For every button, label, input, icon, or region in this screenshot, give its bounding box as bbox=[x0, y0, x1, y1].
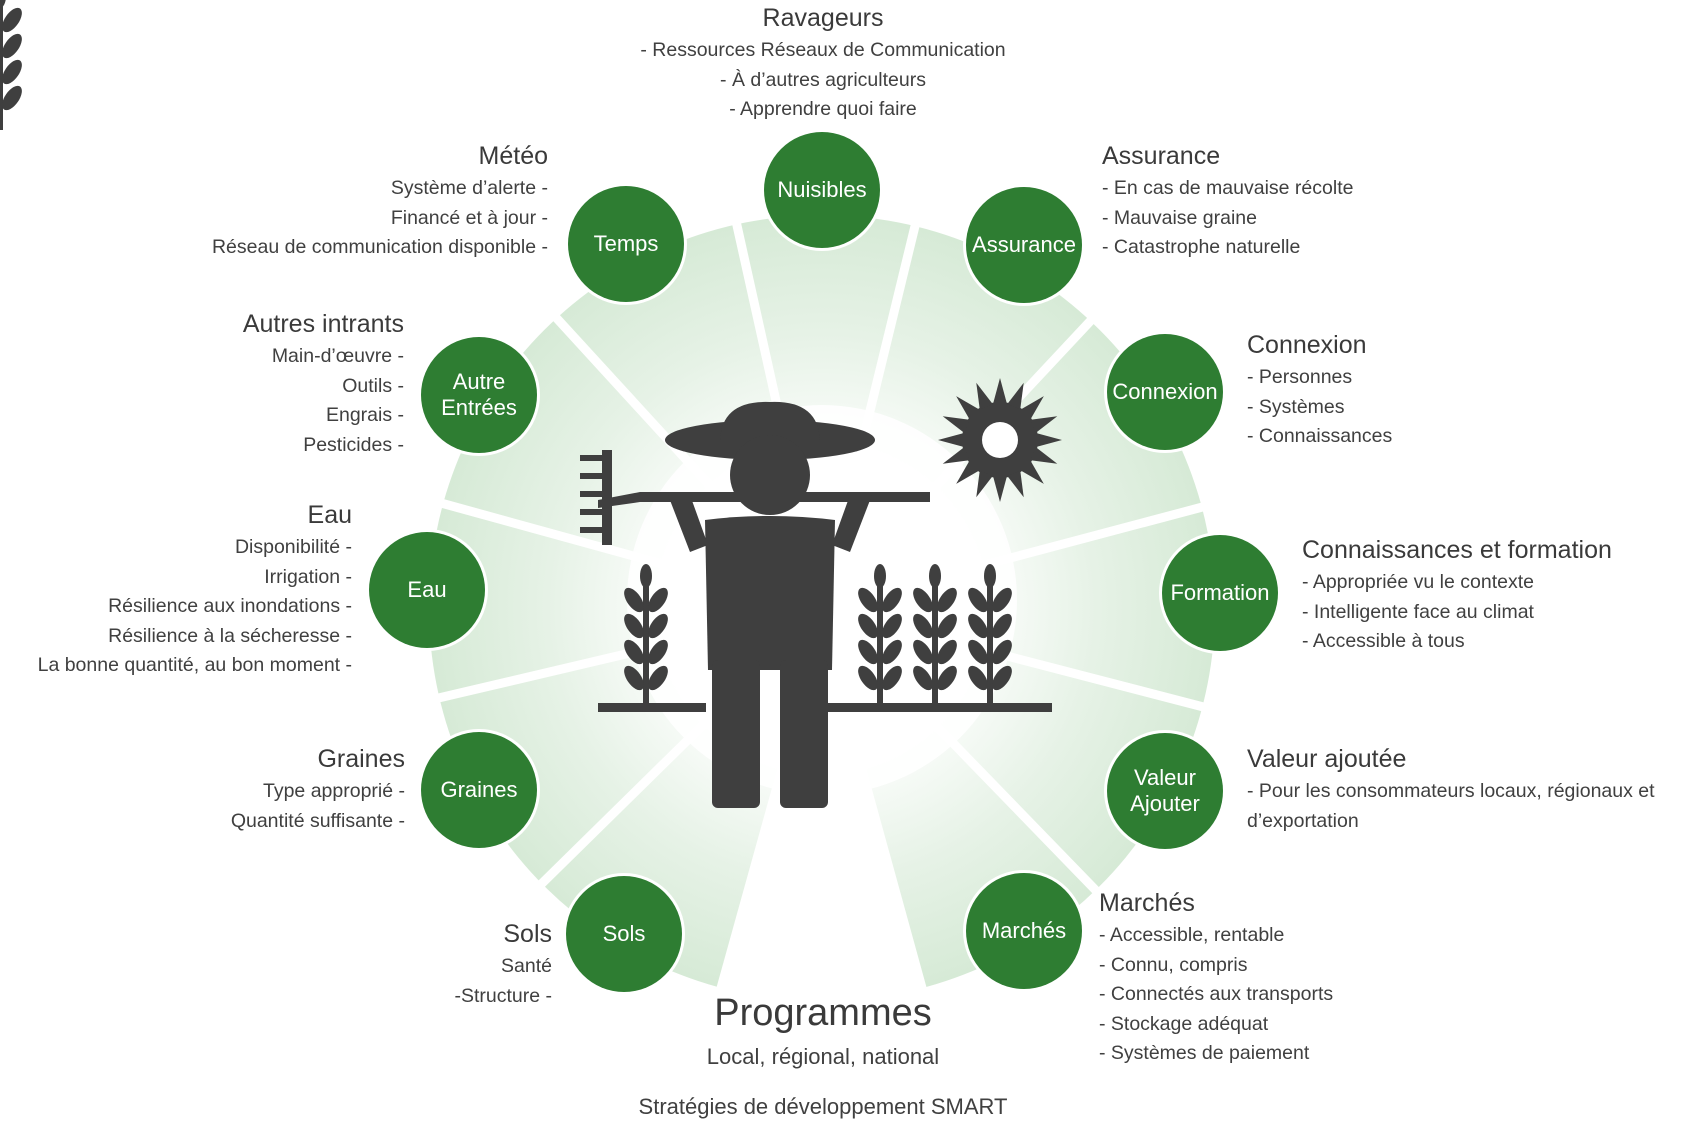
block-sols: Sols Santé -Structure - bbox=[454, 918, 552, 1011]
list-item: - Ressources Réseaux de Communication bbox=[640, 39, 1006, 61]
list-item: - Appropriée vu le contexte bbox=[1302, 571, 1534, 593]
list-item: Réseau de communication disponible - bbox=[211, 236, 548, 258]
ground-right bbox=[820, 703, 1052, 712]
list-item: Résilience à la sécheresse - bbox=[108, 624, 352, 647]
block-title: Ravageurs bbox=[762, 4, 884, 32]
list-item: - Personnes bbox=[1247, 366, 1353, 388]
block-meteo: Météo Système d’alerte - Financé et à jo… bbox=[212, 140, 548, 263]
list-item: Résilience aux inondations - bbox=[108, 595, 352, 617]
list-item: Engrais - bbox=[325, 404, 404, 426]
block-title: Marchés bbox=[1099, 889, 1195, 917]
wheel-gap bbox=[713, 608, 930, 1015]
list-item: - Catastrophe naturelle bbox=[1102, 236, 1301, 258]
block-graines: Graines Type approprié - Quantité suffis… bbox=[231, 743, 405, 836]
list-item: - Systèmes bbox=[1247, 395, 1345, 418]
block-title: Graines bbox=[317, 745, 405, 773]
list-item: - Connu, compris bbox=[1099, 953, 1248, 976]
block-connexion: Connexion - Personnes - Systèmes - Conna… bbox=[1247, 329, 1392, 452]
node-connexion[interactable]: Connexion bbox=[1107, 334, 1223, 450]
list-item: - Connaissances bbox=[1247, 425, 1393, 447]
list-item: Main-d’œuvre - bbox=[271, 345, 404, 367]
ground-left bbox=[598, 703, 706, 712]
block-title: Connaissances et formation bbox=[1302, 536, 1612, 564]
programmes-title: Programmes bbox=[714, 992, 932, 1034]
list-item: La bonne quantité, au bon moment - bbox=[37, 654, 352, 676]
block-ravageurs: Ravageurs - Ressources Réseaux de Commun… bbox=[573, 2, 1073, 125]
list-item: - Stockage adéquat bbox=[1099, 1012, 1269, 1035]
list-item: - Intelligente face au climat bbox=[1302, 600, 1534, 623]
block-formation: Connaissances et formation - Appropriée … bbox=[1302, 534, 1612, 657]
list-item: - Pour les consommateurs locaux, régiona… bbox=[1247, 780, 1655, 802]
block-assurance: Assurance - En cas de mauvaise récolte -… bbox=[1102, 140, 1353, 263]
block-title: Connexion bbox=[1247, 331, 1367, 359]
footer-caption: Stratégies de développement SMART bbox=[638, 1094, 1008, 1119]
farmer-icon bbox=[640, 401, 930, 808]
block-title: Météo bbox=[478, 142, 548, 170]
list-item: - Accessible, rentable bbox=[1099, 924, 1285, 946]
list-item: Système d’alerte - bbox=[390, 177, 548, 199]
node-autre[interactable]: Autre Entrées bbox=[421, 337, 537, 453]
block-title: Autres intrants bbox=[242, 310, 404, 338]
node-valeur[interactable]: Valeur Ajouter bbox=[1107, 733, 1223, 849]
programmes-subtitle: Local, régional, national bbox=[706, 1044, 940, 1069]
block-title: Sols bbox=[503, 920, 552, 948]
list-item: Quantité suffisante - bbox=[230, 809, 405, 832]
list-item: - Accessible à tous bbox=[1302, 630, 1465, 652]
block-title: Assurance bbox=[1102, 142, 1221, 170]
wheat-icon bbox=[0, 0, 22, 130]
node-sols[interactable]: Sols bbox=[566, 876, 682, 992]
list-item: Irrigation - bbox=[264, 565, 352, 588]
list-item: Type approprié - bbox=[263, 780, 405, 802]
list-item: - Apprendre quoi faire bbox=[729, 98, 917, 120]
node-marches[interactable]: Marchés bbox=[966, 873, 1082, 989]
list-item: - Connectés aux transports bbox=[1099, 983, 1334, 1005]
list-item: Financé et à jour - bbox=[390, 206, 548, 229]
list-item: -Structure - bbox=[454, 984, 552, 1007]
block-intrants: Autres intrants Main-d’œuvre - Outils - … bbox=[243, 308, 404, 460]
node-temps[interactable]: Temps bbox=[568, 186, 684, 302]
block-valeur: Valeur ajoutée - Pour les consommateurs … bbox=[1247, 743, 1655, 836]
list-item: - À d’autres agriculteurs bbox=[720, 68, 926, 91]
sun-icon bbox=[938, 378, 1062, 502]
block-marches: Marchés - Accessible, rentable - Connu, … bbox=[1099, 887, 1333, 1069]
list-item: - Systèmes de paiement bbox=[1099, 1042, 1310, 1064]
rake-icon bbox=[580, 450, 640, 545]
list-item: Outils - bbox=[342, 374, 404, 397]
node-eau[interactable]: Eau bbox=[369, 532, 485, 648]
list-item: - Mauvaise graine bbox=[1102, 206, 1257, 229]
node-graines[interactable]: Graines bbox=[421, 732, 537, 848]
block-eau: Eau Disponibilité - Irrigation - Résilie… bbox=[38, 499, 352, 681]
block-title: Valeur ajoutée bbox=[1247, 745, 1407, 773]
node-formation[interactable]: Formation bbox=[1162, 535, 1278, 651]
node-nuisibles[interactable]: Nuisibles bbox=[764, 132, 880, 248]
list-item: Pesticides - bbox=[303, 433, 404, 456]
list-item: Disponibilité - bbox=[234, 536, 352, 558]
list-item: - En cas de mauvaise récolte bbox=[1102, 177, 1354, 199]
list-item: Santé bbox=[501, 955, 552, 977]
node-assurance[interactable]: Assurance bbox=[966, 187, 1082, 303]
list-item: d’exportation bbox=[1247, 809, 1359, 832]
block-title: Eau bbox=[307, 501, 352, 529]
